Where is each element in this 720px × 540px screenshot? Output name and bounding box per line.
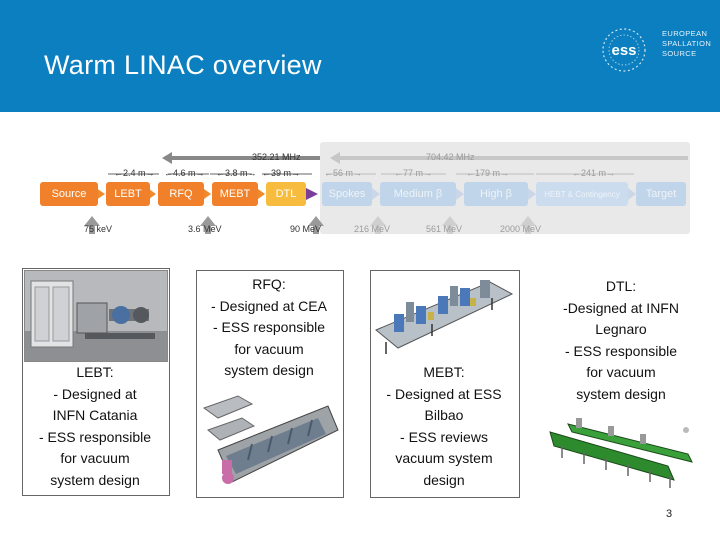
slide-title: Warm LINAC overview [44, 50, 322, 80]
text-line: DTL: [605, 278, 637, 294]
dtl-text: DTL: -Designed at INFN Legnaro - ESS res… [546, 276, 696, 405]
energy-label: 3.6 MeV [188, 224, 222, 234]
energy-label: 561 MeV [426, 224, 463, 234]
length-label: ←56 m→ [324, 168, 363, 178]
logo-line: EUROPEAN [662, 29, 708, 38]
text-line: - ESS responsible [212, 319, 326, 335]
section-mebt: MEBT [212, 182, 258, 206]
mebt-text: MEBT: - Designed at ESS Bilbao - ESS rev… [370, 362, 518, 491]
section-hebt: HEBT & Contingency [536, 182, 628, 206]
text-line: MEBT: [423, 364, 465, 380]
text-line: for vacuum [586, 364, 656, 380]
diagram-arrows [84, 152, 688, 234]
text-line: - Designed at CEA [211, 297, 327, 314]
text-line: RFQ: [252, 276, 286, 292]
text-line: - Designed at [53, 385, 137, 402]
slide-header: Warm LINAC overview ess EUROPEAN SPALLAT… [0, 0, 720, 112]
text-line: for vacuum [234, 340, 304, 357]
lebt-text: LEBT: - Designed at INFN Catania - ESS r… [22, 362, 168, 491]
text-line: system design [50, 471, 140, 488]
linac-diagram: 352.21 MHz 704.42 MHz ←2.4 m→ ←4.6 m→ ←3… [36, 138, 692, 240]
text-line: - ESS responsible [564, 342, 678, 359]
frequency-label-low: 352.21 MHz [252, 152, 301, 162]
length-label: ←179 m→ [466, 168, 510, 178]
page-number: 3 [666, 508, 673, 520]
logo-wordmark: EUROPEAN SPALLATION SOURCE [662, 29, 711, 59]
rfq-photo [198, 390, 340, 494]
text-line: system design [224, 362, 314, 378]
logo-line: SPALLATION [662, 39, 712, 48]
mebt-frame [370, 270, 520, 498]
ess-logo: ess [602, 28, 646, 72]
lebt-frame [22, 268, 170, 496]
text-line: for vacuum [60, 450, 130, 466]
text-line: -Designed at INFN [563, 299, 679, 316]
text-line: system design [576, 385, 666, 402]
text-line: Legnaro [595, 321, 647, 337]
energy-label: 2000 MeV [500, 224, 542, 234]
section-source: Source [40, 182, 98, 206]
length-label: ←39 m→ [262, 168, 301, 178]
energy-label: 75 keV [84, 224, 113, 234]
text-line: - ESS reviews [400, 428, 488, 445]
section-high-beta: High β [464, 182, 528, 206]
text-line: design [423, 471, 465, 488]
energy-label: 216 MeV [354, 224, 391, 234]
section-target: Target [636, 182, 686, 206]
rfq-text: RFQ: - Designed at CEA - ESS responsible… [196, 274, 342, 382]
length-label: ←77 m→ [394, 168, 433, 178]
length-label: ←2.4 m→ [114, 168, 155, 178]
section-lebt: LEBT [106, 182, 150, 206]
length-label: ←3.8 m→ [216, 168, 257, 178]
mebt-photo [372, 272, 516, 356]
text-line: vacuum system [395, 450, 493, 466]
lebt-photo [24, 270, 168, 362]
rfq-frame [196, 270, 344, 498]
section-dtl: DTL [266, 182, 306, 206]
section-medium-beta: Medium β [380, 182, 456, 206]
dtl-photo [548, 404, 694, 492]
length-label: ←4.6 m→ [164, 168, 205, 178]
text-line: - ESS responsible [38, 428, 152, 445]
text-line: - Designed at ESS [386, 385, 502, 402]
text-line: INFN Catania [52, 407, 138, 423]
energy-label: 90 MeV [290, 224, 322, 234]
frequency-label-high: 704.42 MHz [426, 152, 475, 162]
length-label: ←241 m→ [572, 168, 616, 178]
text-line: LEBT: [76, 364, 114, 380]
logo-mark: ess [611, 42, 636, 59]
text-line: Bilbao [424, 407, 464, 423]
logo-line: SOURCE [662, 49, 697, 58]
section-rfq: RFQ [158, 182, 204, 206]
section-spokes: Spokes [322, 182, 372, 206]
